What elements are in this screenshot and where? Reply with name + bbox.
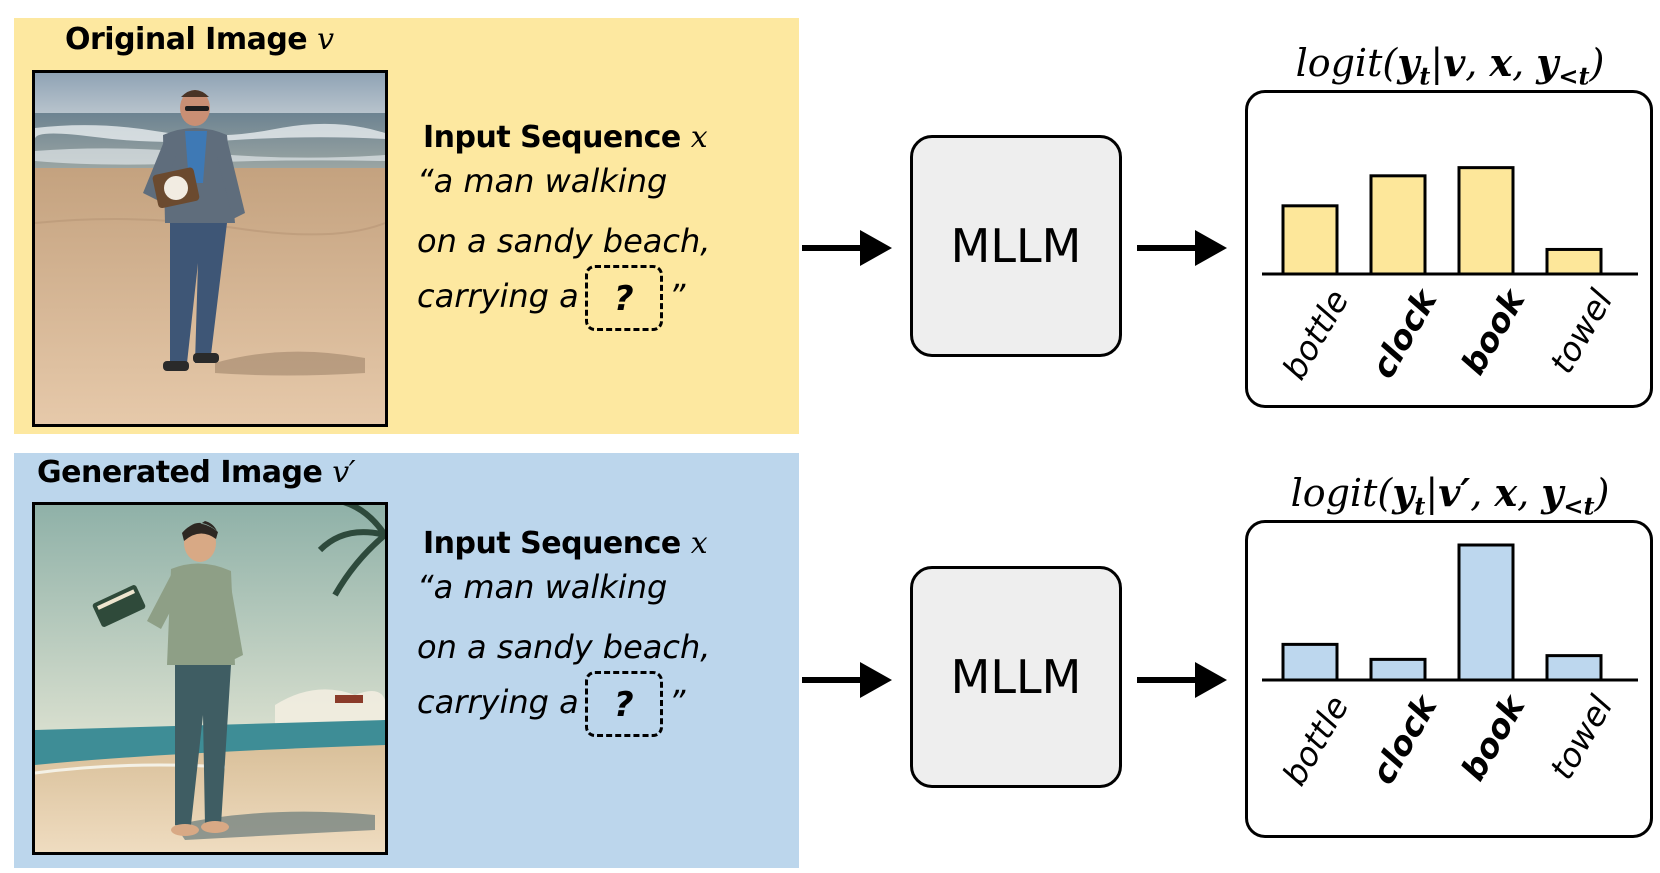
arrow-right-icon [1137,662,1227,698]
input-sequence-block-bottom: Input Sequence x “a man walking on a san… [417,526,760,756]
prompt-line-3: carrying a?” [417,671,685,737]
tick-label-bottle: bottle [1274,689,1356,792]
bar-clock [1369,657,1427,682]
mllm-model-box: MLLM [910,135,1122,357]
arrow-right-icon [1137,230,1227,266]
arrow-right-icon [802,230,892,266]
masked-token-placeholder: ? [584,671,663,737]
mllm-model-box: MLLM [910,566,1122,788]
original-image-title: Original Image v [65,22,334,57]
beach-photo-illustration [35,73,385,424]
tick-label-clock: clock [1363,687,1445,791]
bar-book [1457,543,1515,682]
input-sequence-block-top: Input Sequence x “a man walking on a san… [417,120,760,350]
tick-label-clock: clock [1363,281,1445,385]
bar-bottle [1281,204,1339,276]
tick-label-book: book [1453,281,1533,381]
original-photo [32,70,388,427]
tick-label-bottle: bottle [1274,283,1356,386]
masked-token-placeholder: ? [584,265,663,331]
generated-photo [32,502,388,855]
generated-illustration [35,505,385,852]
input-sequence-heading: Input Sequence x [423,120,708,155]
prompt-line-2: on a sandy beach, [417,628,711,666]
arrow-right-icon [802,662,892,698]
prompt-line-1: “a man walking [417,568,668,606]
tick-label-book: book [1453,687,1533,787]
bar-clock [1369,174,1427,276]
prompt-line-2: on a sandy beach, [417,222,711,260]
bar-towel [1545,247,1603,276]
bar-book [1457,166,1515,276]
prompt-line-3: carrying a?” [417,265,685,331]
chart-title-top: logit(yt|v, x, y<t) [1295,40,1605,91]
bar-bottle [1281,642,1339,682]
tick-label-towel: towel [1542,283,1621,380]
bar-towel [1545,654,1603,682]
generated-image-title: Generated Image v′ [37,455,356,490]
input-sequence-heading: Input Sequence x [423,526,708,561]
chart-title-bottom: logit(yt|v′, x, y<t) [1290,470,1610,521]
tick-label-towel: towel [1542,689,1621,786]
prompt-line-1: “a man walking [417,162,668,200]
